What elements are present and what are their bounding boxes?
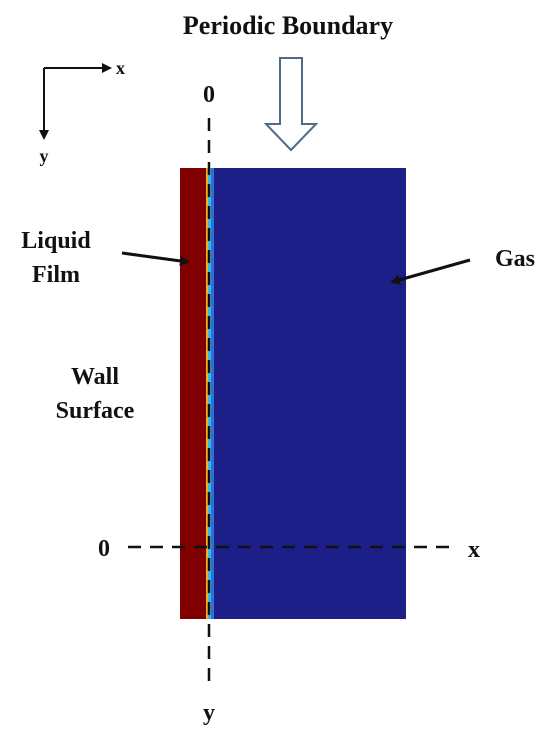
bottom-x-label: x bbox=[468, 537, 480, 563]
computational-domain bbox=[180, 168, 406, 619]
liquid-film-region bbox=[180, 168, 206, 619]
origin-top-label: 0 bbox=[203, 82, 215, 108]
bottom-y-label: y bbox=[203, 700, 215, 726]
gas-label: Gas bbox=[495, 246, 535, 272]
gas-pointer-arrow bbox=[390, 258, 471, 285]
gas-region bbox=[180, 168, 406, 619]
wall-surface-label-line2: Surface bbox=[56, 398, 135, 424]
origin-left-label: 0 bbox=[98, 536, 110, 562]
interface-yellow-band bbox=[206, 168, 208, 619]
liquid-film-label-line2: Film bbox=[32, 262, 80, 288]
title-label: Periodic Boundary bbox=[183, 11, 393, 40]
periodic-boundary-arrow-icon bbox=[263, 57, 319, 152]
liquid-film-pointer-arrow bbox=[121, 251, 190, 266]
indicator-y-label: y bbox=[40, 146, 49, 166]
wall-surface-label-line1: Wall bbox=[71, 364, 119, 390]
liquid-film-label-line1: Liquid bbox=[21, 228, 91, 254]
interface-blue-band bbox=[211, 168, 214, 619]
indicator-x-label: x bbox=[116, 58, 125, 78]
coordinate-indicator: x y bbox=[39, 58, 125, 166]
